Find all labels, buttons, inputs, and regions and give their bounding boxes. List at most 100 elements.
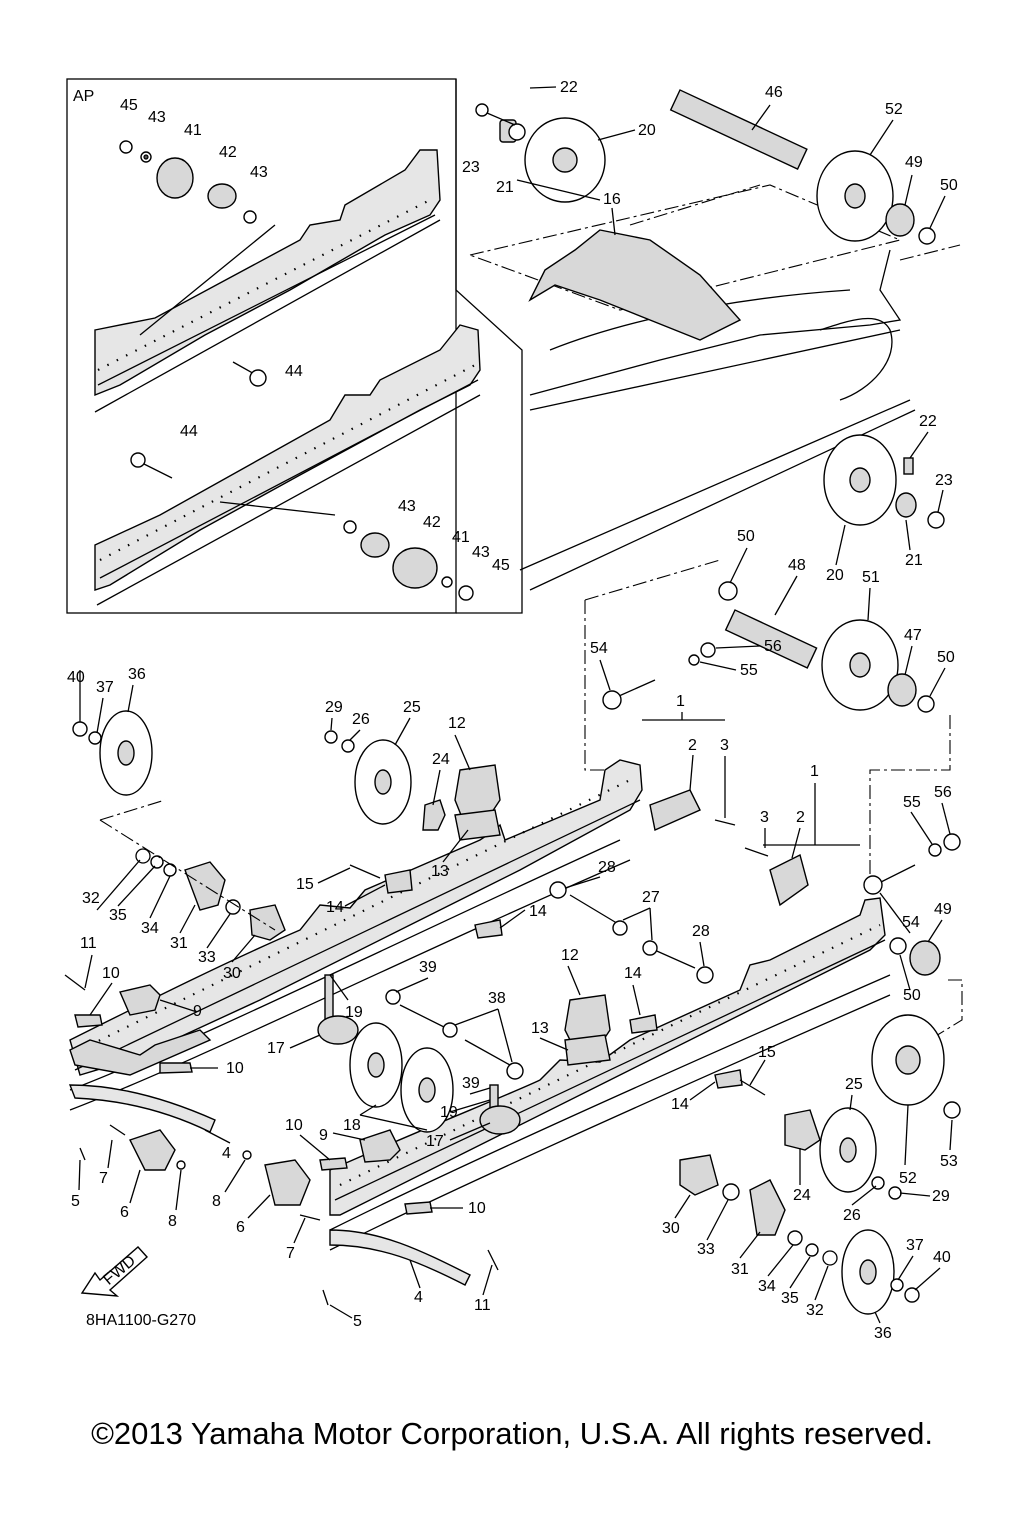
washer-28-icon (549, 881, 567, 899)
callout: 41 (452, 529, 470, 546)
nut-56b-icon (943, 833, 961, 851)
callout: 45 (120, 97, 138, 114)
bushing-30-icon (249, 904, 286, 941)
callout: 3 (760, 809, 769, 826)
callout: 35 (109, 907, 127, 924)
callout: 56 (764, 638, 782, 655)
nut-40b-icon (904, 1287, 920, 1303)
callout: 33 (198, 949, 216, 966)
collar-49-icon (885, 203, 915, 237)
callout: 30 (223, 965, 241, 982)
callout: 28 (692, 923, 710, 940)
callout: 33 (697, 1241, 715, 1258)
callout: 43 (250, 164, 268, 181)
guide-14c-icon (629, 1014, 658, 1034)
callout: 32 (806, 1302, 824, 1319)
callout: 54 (902, 914, 920, 931)
callout: 37 (906, 1237, 924, 1254)
callout: 14 (671, 1096, 689, 1113)
callout: 12 (448, 715, 466, 732)
pin-11-icon (64, 974, 86, 991)
axle-24b-icon (784, 1109, 821, 1151)
set-screw-22b-icon (903, 457, 914, 475)
washer-33b-icon (722, 1183, 740, 1201)
washer-35b-icon (805, 1243, 819, 1257)
callout: 49 (934, 901, 952, 918)
callout: 13 (431, 863, 449, 880)
washer-8b-icon (242, 1150, 252, 1160)
spacer-42b-icon (360, 532, 390, 558)
collar-49b-icon (909, 940, 941, 976)
collar-41b-icon (392, 547, 438, 589)
callout: 14 (529, 903, 547, 920)
guide-14-icon (384, 869, 413, 894)
washer-55b-icon (928, 843, 942, 857)
callout: 49 (905, 154, 923, 171)
callout: 17 (267, 1040, 285, 1057)
callout: 55 (903, 794, 921, 811)
upper-idler-assembly (475, 89, 961, 261)
clip-10d-icon (404, 1201, 433, 1215)
callout: 8 (212, 1193, 221, 1210)
callout: 45 (492, 557, 510, 574)
copyright-notice: ©2013 Yamaha Motor Corporation, U.S.A. A… (91, 1416, 933, 1451)
callout: 55 (740, 662, 758, 679)
washer-43d-icon (441, 576, 453, 588)
callout: 18 (343, 1117, 361, 1134)
washer-50b-icon (718, 581, 738, 601)
slide-rail-upper (69, 759, 643, 1111)
shim-34b-icon (787, 1230, 803, 1246)
shaft-17-icon (317, 1015, 359, 1045)
bracket-31-icon (184, 861, 226, 911)
callout: 47 (904, 627, 922, 644)
washer-37b-icon (890, 1278, 904, 1292)
fwd-arrow-icon (80, 1246, 148, 1297)
washer-28b-icon (696, 966, 714, 984)
callout: 11 (80, 935, 97, 952)
callout: 42 (423, 514, 441, 531)
clip-10c-icon (319, 1157, 348, 1171)
callout: 21 (496, 179, 514, 196)
nut-29b-icon (888, 1186, 902, 1200)
spacer-42-icon (207, 183, 237, 209)
screw-5b-icon (322, 1289, 329, 1306)
rivet-15-icon (349, 864, 381, 879)
axle-24-icon (422, 799, 446, 831)
inset-lower-rail (94, 324, 481, 591)
callout: 44 (285, 363, 303, 380)
callout: 54 (590, 640, 608, 657)
nut-53-icon (943, 1101, 961, 1119)
callout: 35 (781, 1290, 799, 1307)
circlip-32b-icon (822, 1250, 838, 1266)
callout: 8 (168, 1213, 177, 1230)
callout: 16 (603, 191, 621, 208)
clip-10-icon (74, 1014, 103, 1028)
callout: 50 (903, 987, 921, 1004)
bolt-44-icon (249, 369, 267, 387)
callout: 24 (793, 1187, 811, 1204)
washer-39-icon (385, 989, 401, 1005)
guide-14b-icon (474, 919, 503, 939)
callout: 46 (765, 84, 783, 101)
callout: 24 (432, 751, 450, 768)
inset-label: AP (73, 88, 94, 105)
callout: 30 (662, 1220, 680, 1237)
left-parts (64, 710, 286, 1171)
right-brackets (642, 719, 963, 1071)
washer-50-icon (918, 227, 936, 245)
callout: 6 (120, 1204, 129, 1221)
screw-5-icon (79, 1147, 86, 1161)
callout: 50 (737, 528, 755, 545)
callout: 50 (937, 649, 955, 666)
callout: 34 (758, 1278, 776, 1295)
collar-41-icon (156, 157, 194, 199)
washer-43c-icon (343, 520, 357, 534)
callout: 40 (67, 669, 85, 686)
callout: 34 (141, 920, 159, 937)
nut-45b-icon (458, 585, 474, 601)
screw-3b-icon (744, 847, 769, 857)
callout: 36 (874, 1325, 892, 1342)
nut-40-icon (72, 721, 88, 737)
callout: 9 (193, 1003, 202, 1020)
